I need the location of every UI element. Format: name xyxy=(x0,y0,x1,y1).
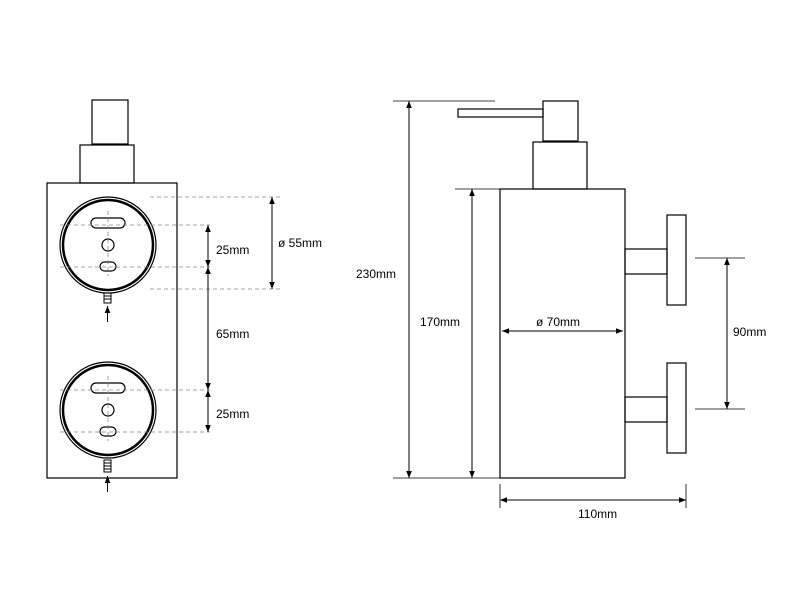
dim-depth: 110mm xyxy=(578,507,617,521)
front-body xyxy=(46,182,178,479)
side-body xyxy=(499,188,626,479)
dim-fixing-distance: 65mm xyxy=(216,327,249,341)
front-pump-head xyxy=(91,99,129,145)
side-pump-nozzle xyxy=(457,108,544,118)
front-view xyxy=(46,99,280,492)
side-extension-lines xyxy=(393,100,745,508)
side-dimension-lines xyxy=(406,101,730,503)
dim-bracket-spacing: 90mm xyxy=(733,325,766,339)
lower-wall-bracket xyxy=(624,362,687,454)
dim-upper-spacing: 25mm xyxy=(216,243,249,257)
lower-grub-screw xyxy=(103,459,112,492)
upper-wall-plate xyxy=(59,196,157,294)
dim-body-diameter: ø 70mm xyxy=(536,315,580,329)
side-pump-head xyxy=(542,100,579,142)
dim-body-height: 170mm xyxy=(420,315,460,329)
dim-lower-spacing: 25mm xyxy=(216,407,249,421)
dim-total-height: 230mm xyxy=(356,267,396,281)
side-view xyxy=(393,100,745,508)
upper-grub-screw xyxy=(103,292,112,322)
front-dimension-lines xyxy=(205,197,275,432)
lower-wall-plate xyxy=(59,361,157,459)
front-reference-lines xyxy=(60,196,280,433)
front-pump-collar xyxy=(79,144,135,184)
dim-plate-diameter: ø 55mm xyxy=(278,236,322,250)
side-pump-collar xyxy=(532,141,588,190)
upper-wall-bracket xyxy=(624,214,687,306)
